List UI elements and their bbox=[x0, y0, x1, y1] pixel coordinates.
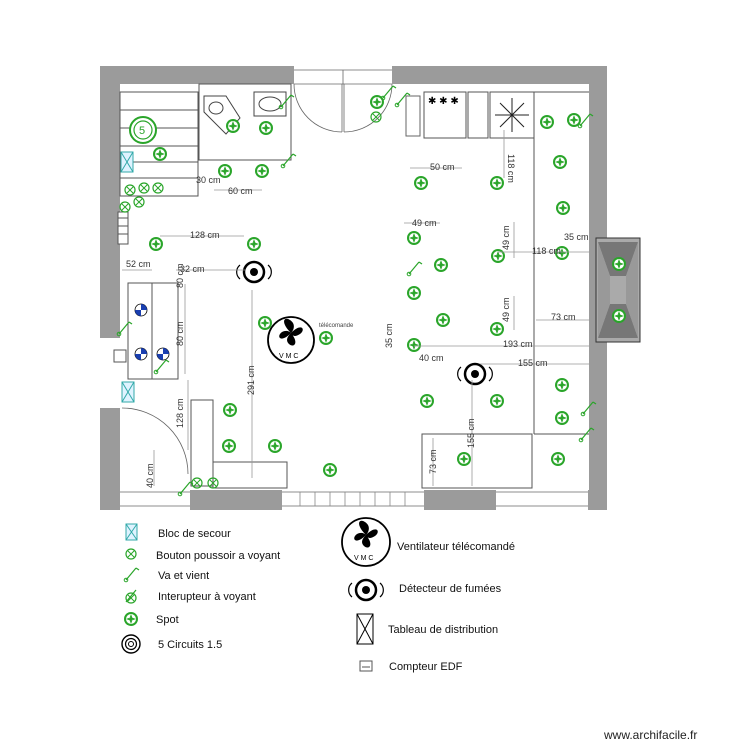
legend: Bloc de secour Bouton poussoir a voyant … bbox=[121, 517, 515, 673]
svg-text:73 cm: 73 cm bbox=[551, 312, 576, 322]
outlet-icon bbox=[134, 303, 148, 317]
svg-text:40 cm: 40 cm bbox=[419, 353, 444, 363]
window-ticks bbox=[299, 492, 406, 506]
emergency-light-icon bbox=[120, 151, 134, 173]
legend-label: Compteur EDF bbox=[389, 661, 463, 673]
dimension-lines bbox=[122, 130, 590, 486]
svg-text:80 cm: 80 cm bbox=[175, 263, 185, 288]
svg-text:V M C: V M C bbox=[354, 555, 373, 562]
legend-label: Bouton poussoir a voyant bbox=[156, 550, 280, 562]
legend-label: Bloc de secour bbox=[158, 528, 231, 540]
indicator-switch-icon bbox=[125, 589, 137, 604]
openings bbox=[120, 69, 588, 507]
kitchen-fixtures: ✱ ✱ ✱ bbox=[405, 95, 529, 137]
porch bbox=[598, 242, 638, 338]
svg-text:60 cm: 60 cm bbox=[228, 186, 253, 196]
bathroom-fixtures bbox=[203, 91, 287, 135]
svg-text:49 cm: 49 cm bbox=[501, 297, 511, 322]
spot-icon bbox=[124, 612, 138, 626]
outlet-icon bbox=[156, 347, 170, 361]
svg-text:73 cm: 73 cm bbox=[428, 449, 438, 474]
svg-text:49 cm: 49 cm bbox=[412, 218, 437, 228]
svg-text:50 cm: 50 cm bbox=[430, 162, 455, 172]
vmc-label: V M C bbox=[279, 353, 298, 360]
circuits-icon bbox=[121, 634, 141, 654]
svg-text:49 cm: 49 cm bbox=[501, 225, 511, 250]
emergency-light-icon bbox=[121, 381, 135, 403]
legend-label: 5 Circuits 1.5 bbox=[158, 639, 222, 651]
svg-text:30 cm: 30 cm bbox=[196, 175, 221, 185]
distribution-panel-icon bbox=[356, 613, 374, 645]
two-way-switch-icon bbox=[123, 567, 140, 583]
telecommande-label: télécomande bbox=[319, 323, 354, 329]
svg-text:118 cm: 118 cm bbox=[532, 246, 561, 256]
edf-meter-icon bbox=[359, 660, 373, 672]
svg-text:52 cm: 52 cm bbox=[126, 259, 151, 269]
legend-label: Ventilateur télécomandé bbox=[397, 541, 515, 553]
smoke-detector-icon bbox=[347, 578, 385, 602]
legend-label: Détecteur de fumées bbox=[399, 583, 502, 595]
push-button-icon bbox=[125, 548, 137, 560]
svg-text:128 cm: 128 cm bbox=[190, 230, 220, 240]
circuits-symbol: 5 bbox=[129, 116, 157, 144]
outlet-icon bbox=[134, 347, 148, 361]
footer-watermark: www.archifacile.fr bbox=[603, 728, 697, 742]
svg-text:128 cm: 128 cm bbox=[175, 398, 185, 428]
svg-text:40 cm: 40 cm bbox=[145, 463, 155, 488]
svg-text:✱ ✱ ✱: ✱ ✱ ✱ bbox=[428, 96, 459, 107]
svg-text:32 cm: 32 cm bbox=[180, 264, 205, 274]
legend-label: Interupteur à voyant bbox=[158, 591, 256, 603]
svg-text:118 cm: 118 cm bbox=[506, 154, 516, 183]
svg-text:291 cm: 291 cm bbox=[246, 365, 256, 395]
svg-text:155 cm: 155 cm bbox=[466, 418, 476, 448]
svg-text:193 cm: 193 cm bbox=[503, 339, 533, 349]
emergency-light-icon bbox=[125, 523, 138, 541]
svg-text:35 cm: 35 cm bbox=[564, 232, 589, 242]
vmc-fan: V M C bbox=[267, 316, 315, 364]
svg-text:155 cm: 155 cm bbox=[518, 358, 548, 368]
legend-label: Va et vient bbox=[158, 570, 209, 582]
dimension-labels: 50 cm 118 cm 30 cm 60 cm 49 cm 49 cm 49 … bbox=[126, 154, 589, 488]
svg-text:35 cm: 35 cm bbox=[384, 323, 394, 348]
svg-text:80 cm: 80 cm bbox=[175, 321, 185, 346]
vmc-fan-icon: V M C bbox=[341, 517, 391, 567]
legend-label: Spot bbox=[156, 614, 179, 626]
legend-label: Tableau de distribution bbox=[388, 624, 498, 636]
circuit-number: 5 bbox=[139, 125, 145, 137]
